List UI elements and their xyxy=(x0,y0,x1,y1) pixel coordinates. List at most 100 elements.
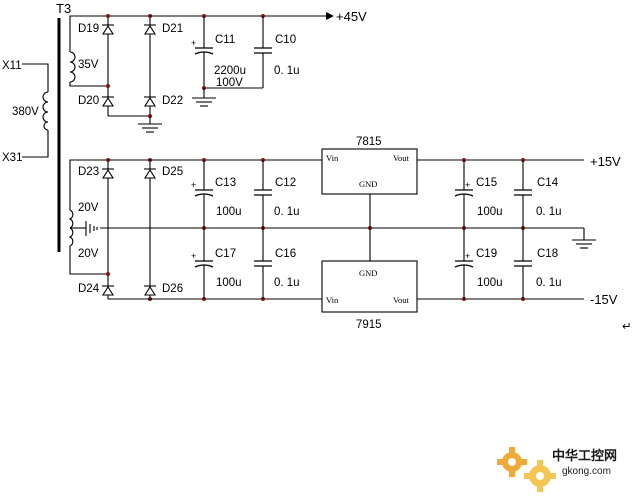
junction xyxy=(106,14,110,18)
secondary-20v-a-label: 20V xyxy=(78,202,99,214)
diode-d21-icon xyxy=(144,24,156,35)
junction xyxy=(106,272,110,276)
capacitor-c13: + C13 100u xyxy=(191,160,242,228)
c11-voltage: 100V xyxy=(216,77,243,89)
c19-plus-sign: + xyxy=(465,251,470,261)
capacitor-c12: C12 0. 1u xyxy=(254,160,300,228)
c10-name: C10 xyxy=(275,34,296,46)
c15-value: 100u xyxy=(477,206,503,218)
junction xyxy=(106,84,110,88)
rail-minus15-label: -15V xyxy=(590,292,618,307)
c18-name: C18 xyxy=(537,248,558,260)
c16-name: C16 xyxy=(275,248,296,260)
diode-d26-label: D26 xyxy=(162,283,183,295)
capacitor-c11: + C11 2200u 100V xyxy=(191,16,246,89)
c11-ground-icon xyxy=(192,97,216,107)
c12-value: 0. 1u xyxy=(274,206,300,218)
c14-name: C14 xyxy=(537,177,559,189)
diode-d23-icon xyxy=(102,168,114,179)
regulator-7915-vin: Vin xyxy=(326,295,339,305)
watermark-logo: 中华工控网 gkong.com xyxy=(497,447,617,492)
diode-d23-label: D23 xyxy=(78,166,99,178)
primary-lead-top xyxy=(22,63,49,92)
transformer-t3: T3 X11 X31 380V 35V 20V 20V xyxy=(2,1,110,275)
bridge-top-ground-icon xyxy=(138,123,162,133)
regulator-7815-gnd: GND xyxy=(359,179,377,189)
c19-name: C19 xyxy=(476,248,497,260)
secondary-coil-20v-b xyxy=(68,227,74,247)
return-mark: ↵ xyxy=(622,321,632,333)
c17-name: C17 xyxy=(215,248,236,260)
diode-d24-icon xyxy=(102,285,114,296)
bridge-top: D19 D20 D21 D22 xyxy=(78,14,183,133)
center-tap-ground-icon xyxy=(85,221,98,236)
sec2-lead-top xyxy=(69,159,108,210)
regulator-7815-label: 7815 xyxy=(356,136,382,148)
watermark-url-text: gkong.com xyxy=(562,466,611,477)
capacitor-c16: C16 0. 1u xyxy=(254,228,300,299)
bridge-bottom: D23 D24 D25 D26 xyxy=(78,158,183,301)
gear-icon xyxy=(497,447,527,477)
c19-value: 100u xyxy=(477,277,503,289)
c11-name: C11 xyxy=(215,34,235,46)
secondary-20v-b-label: 20V xyxy=(78,248,99,260)
c11-value: 2200u xyxy=(214,65,246,77)
rail-plus45: +45V xyxy=(150,9,367,24)
c11-plus-sign: + xyxy=(191,38,196,48)
capacitor-c19: + C19 100u xyxy=(454,228,503,299)
diode-d22-label: D22 xyxy=(162,95,183,107)
c15-plus-sign: + xyxy=(465,180,470,190)
sec1-lead-bottom xyxy=(69,82,108,87)
diode-d21-label: D21 xyxy=(162,23,183,35)
regulator-7915-vout: Vout xyxy=(393,295,410,305)
rail-plus45-label: +45V xyxy=(336,9,367,24)
sec1-lead-top xyxy=(69,15,108,52)
diode-d22-icon xyxy=(144,96,156,107)
output-ground-icon xyxy=(572,239,596,249)
c16-value: 0. 1u xyxy=(274,277,300,289)
c18-value: 0. 1u xyxy=(536,277,562,289)
secondary-coil-35v xyxy=(69,51,76,83)
regulator-7915-label: 7915 xyxy=(356,319,382,331)
c17-value: 100u xyxy=(216,277,242,289)
capacitor-c10: C10 0. 1u xyxy=(254,16,300,88)
c17-plus-sign: + xyxy=(191,251,196,261)
gear-icon xyxy=(524,460,556,492)
regulator-7815-vin: Vin xyxy=(326,153,339,163)
c14-value: 0. 1u xyxy=(536,206,562,218)
c15-name: C15 xyxy=(476,177,497,189)
c13-value: 100u xyxy=(216,206,242,218)
secondary-coil-20v-a xyxy=(68,209,74,229)
primary-bottom-label: X31 xyxy=(2,152,22,164)
regulator-7815: 7815 Vin Vout GND xyxy=(321,136,418,228)
c12-name: C12 xyxy=(275,177,296,189)
diode-d26-icon xyxy=(144,285,156,296)
c13-plus-sign: + xyxy=(191,180,196,190)
regulator-7815-vout: Vout xyxy=(393,153,410,163)
capacitor-c15: + C15 100u xyxy=(454,160,503,228)
diode-d19-label: D19 xyxy=(78,23,99,35)
primary-voltage-label: 380V xyxy=(12,106,39,118)
primary-coil xyxy=(42,91,49,131)
capacitor-c17: + C17 100u xyxy=(191,228,242,299)
regulator-7915: GND Vin Vout 7915 xyxy=(321,228,418,331)
c10-value: 0. 1u xyxy=(274,65,300,77)
diode-d20-label: D20 xyxy=(78,95,99,107)
c13-name: C13 xyxy=(215,177,236,189)
secondary-35v-label: 35V xyxy=(78,59,99,71)
diode-d25-label: D25 xyxy=(162,166,183,178)
capacitor-c18: C18 0. 1u xyxy=(514,228,562,299)
watermark-cn-text: 中华工控网 xyxy=(552,448,617,463)
diode-d20-icon xyxy=(102,96,114,107)
capacitor-c14: C14 0. 1u xyxy=(514,160,562,228)
transformer-label: T3 xyxy=(56,1,71,16)
primary-top-label: X11 xyxy=(2,60,22,72)
regulator-7915-gnd: GND xyxy=(359,268,377,278)
primary-lead-bottom xyxy=(22,130,49,158)
diode-d24-label: D24 xyxy=(78,283,100,295)
diode-d25-icon xyxy=(144,168,156,179)
diode-d19-icon xyxy=(102,24,114,35)
regulator-7815-body xyxy=(321,148,418,195)
rail-plus15-label: +15V xyxy=(590,154,621,169)
